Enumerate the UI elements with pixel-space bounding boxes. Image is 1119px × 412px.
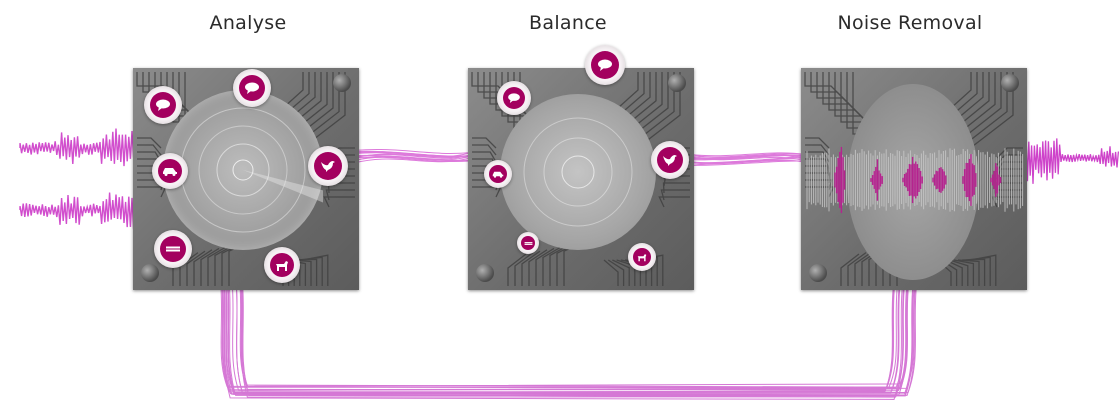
feedback-loop-wire bbox=[220, 289, 917, 400]
stage-title-noise-removal: Noise Removal bbox=[837, 12, 983, 34]
dog-icon bbox=[264, 247, 300, 283]
dog-icon bbox=[628, 243, 656, 271]
bird-icon bbox=[651, 141, 689, 179]
screw bbox=[333, 74, 351, 92]
screw bbox=[141, 264, 159, 282]
screw bbox=[809, 264, 827, 282]
bird-icon bbox=[308, 146, 348, 186]
car-icon bbox=[152, 153, 188, 189]
minus-icon bbox=[517, 232, 539, 254]
analysis-radar bbox=[163, 90, 323, 250]
balance-disc bbox=[500, 94, 656, 250]
screw bbox=[476, 264, 494, 282]
wire-balance-noise bbox=[689, 152, 804, 167]
input-waveform-bottom bbox=[19, 192, 135, 230]
speech-bubble-icon bbox=[585, 45, 625, 85]
car-icon bbox=[484, 160, 512, 188]
minus-icon bbox=[154, 230, 192, 268]
input-waveform-top bbox=[19, 128, 135, 167]
noise-removal-chip bbox=[801, 68, 1027, 290]
screw bbox=[1001, 74, 1019, 92]
filtered-waveform bbox=[806, 146, 1024, 214]
wire-analyse-balance bbox=[354, 149, 471, 164]
screw bbox=[668, 74, 686, 92]
stage-title-analyse: Analyse bbox=[209, 12, 287, 34]
stage-title-balance: Balance bbox=[529, 12, 607, 34]
output-waveform bbox=[1025, 133, 1119, 184]
speech-bubble-icon bbox=[497, 81, 531, 115]
speech-bubble-icon bbox=[144, 86, 182, 124]
speech-bubble-icon bbox=[233, 69, 271, 107]
